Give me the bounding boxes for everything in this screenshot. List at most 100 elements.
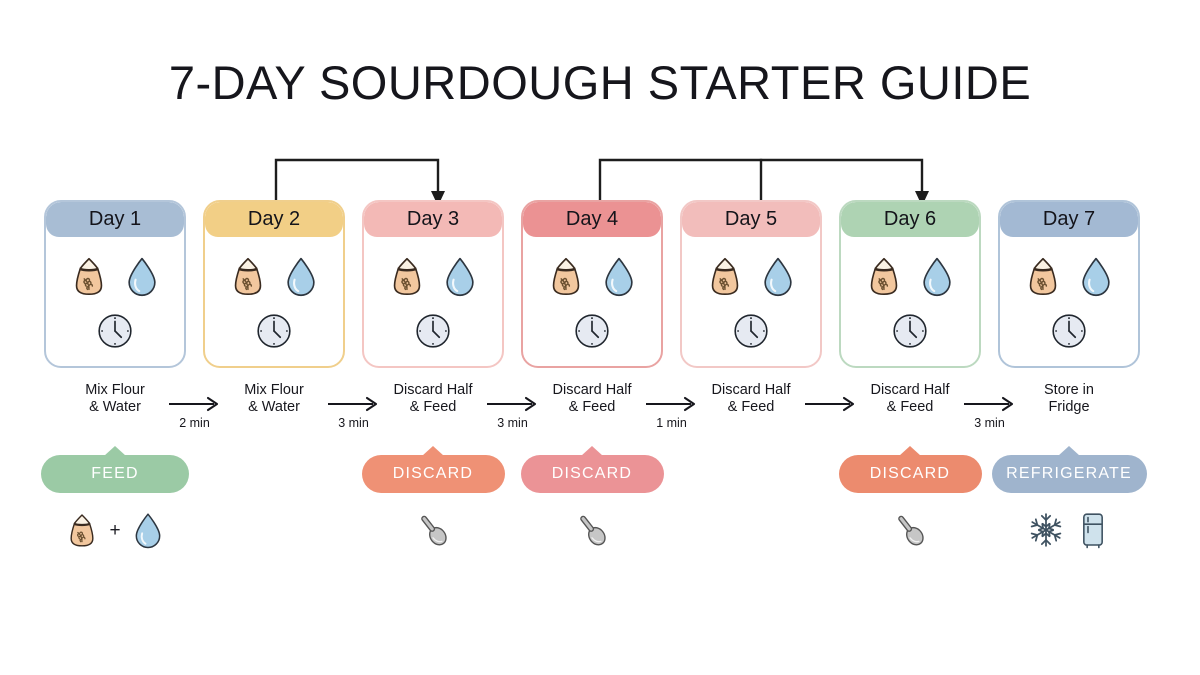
action-badge-feed[interactable]: FEED bbox=[41, 446, 189, 493]
day-caption-7: Store in Fridge bbox=[998, 382, 1140, 416]
clock-icon-row bbox=[413, 308, 453, 354]
flow-arrow-2: 3 min bbox=[323, 396, 385, 434]
day-card-1[interactable]: Day 1 bbox=[44, 200, 186, 368]
flour-sack-icon bbox=[234, 257, 262, 296]
caption-line-2: Fridge bbox=[1048, 399, 1090, 415]
caption-line-1: Discard Half bbox=[552, 382, 632, 398]
day-card-2[interactable]: Day 2 bbox=[203, 200, 345, 368]
caption-line-2: & Feed bbox=[409, 399, 457, 415]
flow-arrow-3: 3 min bbox=[482, 396, 544, 434]
spoon-icon bbox=[898, 515, 924, 546]
clock-icon-row bbox=[572, 308, 612, 354]
day-card-7[interactable]: Day 7 bbox=[998, 200, 1140, 368]
plus-sign-icon: + bbox=[109, 519, 121, 541]
arrow-duration-label: 1 min bbox=[656, 416, 687, 430]
bottom-icon-cluster-3 bbox=[830, 505, 990, 555]
arrow-right-icon bbox=[645, 396, 695, 412]
day-caption-6: Discard Half & Feed bbox=[839, 382, 981, 416]
arrow-right-icon bbox=[486, 396, 536, 412]
caption-line-2: & Feed bbox=[886, 399, 934, 415]
day-label: Day 6 bbox=[883, 208, 937, 230]
clock-icon-row bbox=[731, 308, 771, 354]
flour-sack-icon bbox=[711, 257, 739, 296]
day-card-6[interactable]: Day 6 bbox=[839, 200, 981, 368]
badge-label: DISCARD bbox=[869, 465, 951, 482]
day-caption-1: Mix Flour & Water bbox=[44, 382, 186, 416]
clock-icon bbox=[257, 314, 291, 348]
flour-sack-icon bbox=[393, 257, 421, 296]
day-card-header-4: Day 4 bbox=[523, 202, 661, 237]
day-caption-2: Mix Flour & Water bbox=[203, 382, 345, 416]
day-card-body-5 bbox=[682, 237, 820, 366]
caption-arrow-row: Mix Flour & Water Mix Flour & Water Discar… bbox=[44, 382, 1156, 432]
bottom-icon-cluster-0: + bbox=[35, 505, 195, 555]
bottom-icon-cluster-4 bbox=[989, 505, 1149, 555]
day-card-header-6: Day 6 bbox=[841, 202, 979, 237]
caption-line-1: Mix Flour bbox=[85, 382, 145, 398]
badge-notch bbox=[1058, 446, 1080, 456]
clock-icon bbox=[1052, 314, 1086, 348]
water-drop-icon bbox=[764, 257, 792, 297]
flow-arrow-1: 2 min bbox=[164, 396, 226, 434]
day-label: Day 1 bbox=[88, 208, 142, 230]
clock-icon bbox=[734, 314, 768, 348]
arrow-right-icon bbox=[804, 396, 854, 412]
day-card-header-1: Day 1 bbox=[46, 202, 184, 237]
caption-line-1: Discard Half bbox=[393, 382, 473, 398]
action-badge-discard[interactable]: DISCARD bbox=[361, 446, 505, 493]
clock-icon-row bbox=[95, 308, 135, 354]
water-drop-icon bbox=[605, 257, 633, 297]
action-badge-refrigerate[interactable]: REFRIGERATE bbox=[991, 446, 1147, 493]
badge-wrap-discard-2: DISCARD bbox=[520, 446, 664, 493]
day-card-4[interactable]: Day 4 bbox=[521, 200, 663, 368]
ingredient-icon-row bbox=[225, 250, 323, 302]
day-card-body-7 bbox=[1000, 237, 1138, 366]
ingredient-icon-row bbox=[1020, 250, 1118, 302]
water-drop-icon bbox=[923, 257, 951, 297]
ingredient-icon-row bbox=[861, 250, 959, 302]
day-card-5[interactable]: Day 5 bbox=[680, 200, 822, 368]
caption-line-1: Store in bbox=[1044, 382, 1094, 398]
flow-arrow-4: 1 min bbox=[641, 396, 703, 434]
badge-wrap-discard-3: DISCARD bbox=[838, 446, 982, 493]
clock-icon-row bbox=[254, 308, 294, 354]
caption-line-2: & Feed bbox=[568, 399, 616, 415]
connector-day2-to-day3 bbox=[274, 158, 440, 207]
badge-notch bbox=[104, 446, 126, 456]
badge-notch bbox=[581, 446, 603, 456]
badge-wrap-refrigerate-4: REFRIGERATE bbox=[991, 446, 1147, 493]
clock-icon bbox=[575, 314, 609, 348]
badge-label: DISCARD bbox=[392, 465, 474, 482]
clock-icon-row bbox=[890, 308, 930, 354]
flour-sack-icon bbox=[1029, 257, 1057, 296]
day-card-strip: Day 1 bbox=[44, 200, 1156, 368]
day-label: Day 3 bbox=[406, 208, 460, 230]
arrow-duration-label: 2 min bbox=[179, 416, 210, 430]
connector-day4-to-day6 bbox=[598, 158, 924, 207]
day-card-body-6 bbox=[841, 237, 979, 366]
flour-sack-icon bbox=[552, 257, 580, 296]
caption-line-2: & Feed bbox=[727, 399, 775, 415]
action-badge-discard[interactable]: DISCARD bbox=[838, 446, 982, 493]
day-card-body-2 bbox=[205, 237, 343, 366]
action-badge-discard[interactable]: DISCARD bbox=[520, 446, 664, 493]
arrow-right-icon bbox=[963, 396, 1013, 412]
ingredient-icon-row bbox=[384, 250, 482, 302]
water-drop-icon bbox=[446, 257, 474, 297]
day-card-header-7: Day 7 bbox=[1000, 202, 1138, 237]
fridge-icon bbox=[1082, 513, 1103, 549]
bottom-icon-cluster-2 bbox=[512, 505, 672, 555]
day-label: Day 4 bbox=[565, 208, 619, 230]
badge-wrap-feed-0: FEED bbox=[41, 446, 189, 493]
clock-icon-row bbox=[1049, 308, 1089, 354]
flour-sack-icon bbox=[75, 257, 103, 296]
action-badge-row: FEED DISCARD DISCARD DISCARD REFRIGERATE bbox=[0, 446, 1200, 503]
ingredient-icon-row bbox=[702, 250, 800, 302]
water-drop-icon bbox=[135, 513, 160, 549]
day-card-3[interactable]: Day 3 bbox=[362, 200, 504, 368]
spoon-icon bbox=[421, 515, 447, 546]
arrow-duration-label: 3 min bbox=[338, 416, 369, 430]
badge-wrap-discard-1: DISCARD bbox=[361, 446, 505, 493]
bottom-icon-cluster-1 bbox=[353, 505, 513, 555]
badge-label: DISCARD bbox=[551, 465, 633, 482]
